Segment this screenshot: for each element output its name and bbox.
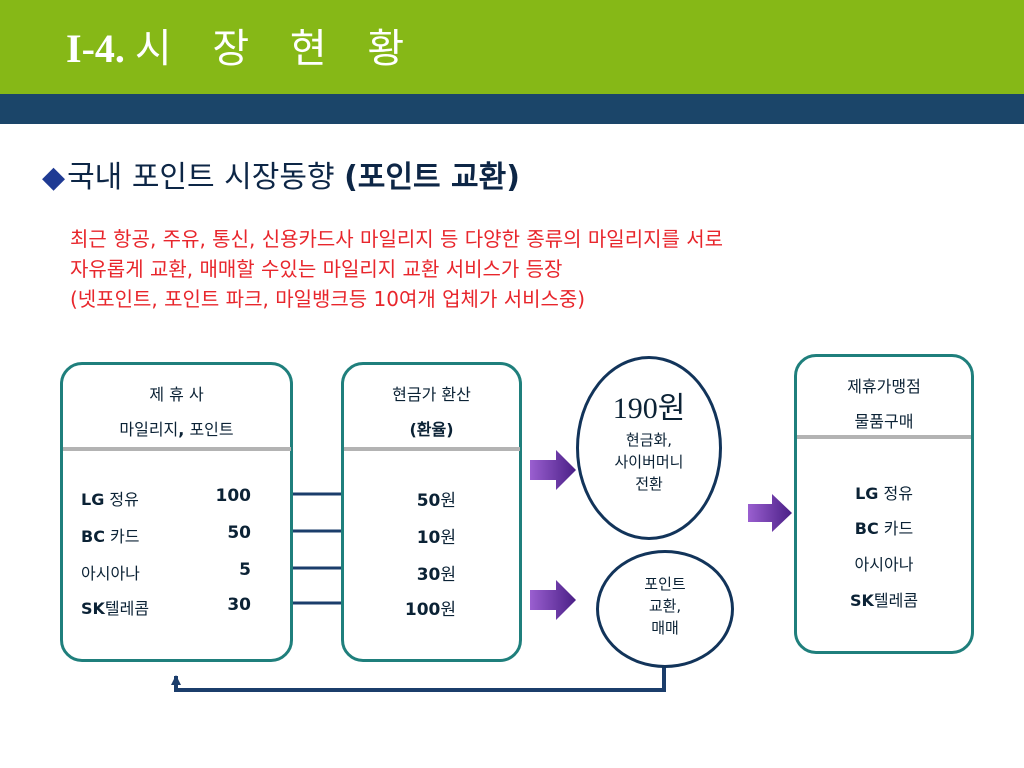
cash-circle-line: 사이버머니	[614, 453, 684, 471]
partner-box-subheader: 마일리지, 포인트	[119, 420, 234, 439]
section-heading-text: 국내 포인트 시장동향	[67, 160, 345, 195]
cash-rate: 30원	[416, 565, 456, 585]
section-heading-paren: (포인트 교환)	[344, 160, 520, 195]
partner-box-header: 제 휴 사	[149, 385, 204, 404]
page-title-text: 시 장 현 황	[134, 26, 419, 72]
store-box-subheader: 물품구매	[854, 412, 914, 431]
partner-box: 제 휴 사 마일리지, 포인트 LG 정유 100 BC 카드 50 아시아나 …	[60, 362, 293, 662]
partner-row-value: 100	[215, 486, 252, 506]
accent-bar	[0, 94, 1024, 124]
block-arrow-point	[530, 580, 576, 620]
page-title: I-4.시 장 현 황	[66, 24, 418, 74]
title-bar	[0, 0, 1024, 94]
description-line-1: 최근 항공, 주유, 통신, 신용카드사 마일리지 등 다양한 종류의 마일리지…	[70, 227, 724, 251]
point-exchange-circle: 포인트 교환, 매매	[596, 550, 734, 668]
partner-divider	[63, 447, 291, 451]
partner-row-label: SK텔레콤	[81, 599, 150, 618]
partner-row-label: LG 정유	[81, 490, 139, 509]
cash-box-header: 현금가 환산	[392, 385, 471, 404]
point-circle-line: 교환,	[648, 597, 682, 615]
partner-row-value: 50	[227, 523, 251, 543]
partner-row-value: 30	[227, 595, 251, 615]
description-line-2: 자유롭게 교환, 매매할 수있는 마일리지 교환 서비스가 등장	[70, 257, 563, 281]
cash-circle-line: 현금화,	[625, 431, 673, 449]
block-arrow-store	[748, 494, 792, 532]
store-box-divider	[797, 435, 971, 439]
block-arrow-cash	[530, 450, 576, 490]
cash-amount: 190원	[612, 392, 686, 425]
cash-conversion-box: 현금가 환산 (환율) 50원 10원 30원 100원	[341, 362, 522, 662]
cash-rate: 100원	[404, 600, 456, 620]
store-item: SK텔레콤	[849, 591, 919, 610]
partner-row-label: 아시아나	[81, 564, 140, 583]
cash-circle-line: 전환	[635, 475, 663, 493]
cash-rate: 50원	[416, 491, 456, 511]
point-circle-line: 매매	[651, 619, 679, 637]
affiliate-store-box: 제휴가맹점 물품구매 LG 정유 BC 카드 아시아나 SK텔레콤	[794, 354, 974, 654]
description-line-3: (넷포인트, 포인트 파크, 마일뱅크등 10여개 업체가 서비스중)	[70, 287, 586, 311]
diamond-bullet-icon: ◆	[42, 160, 66, 195]
cash-rate: 10원	[416, 528, 456, 548]
store-box-header: 제휴가맹점	[847, 377, 921, 396]
section-heading: ◆국내 포인트 시장동향 (포인트 교환)	[42, 158, 520, 198]
page-title-number: I-4.	[66, 26, 125, 71]
store-item: LG 정유	[855, 484, 913, 503]
cash-conversion-circle: 190원 현금화, 사이버머니 전환	[576, 356, 722, 540]
store-item: 아시아나	[854, 555, 914, 574]
cash-box-subheader: (환율)	[409, 420, 454, 439]
cash-box-divider	[344, 447, 520, 451]
partner-row-value: 5	[239, 560, 251, 580]
partner-row-label: BC 카드	[81, 527, 140, 546]
point-circle-line: 포인트	[644, 575, 686, 593]
store-item: BC 카드	[854, 519, 914, 538]
